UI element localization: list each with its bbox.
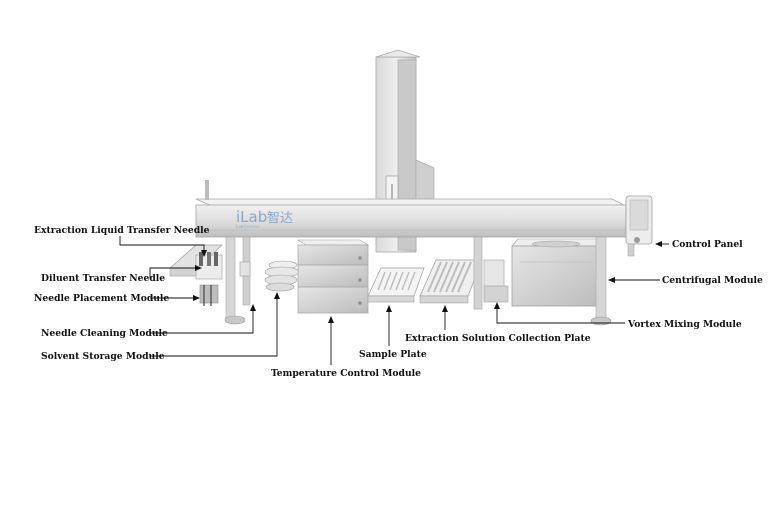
leader-extraction-liquid-transfer-needle: [119, 236, 205, 253]
arrowhead-collection-plate: [442, 305, 448, 312]
label-centrifugal-module: Centrifugal Module: [662, 275, 763, 286]
brand-logo-text: iLab: [236, 208, 267, 226]
collection-plate-illustration: [419, 259, 483, 304]
label-temperature-control-module: Temperature Control Module: [271, 368, 421, 379]
brand-logo: iLab 智达 LabGenious: [236, 208, 293, 229]
label-control-panel: Control Panel: [672, 239, 743, 250]
sample-plate-illustration: [367, 267, 425, 303]
callout-arrowheads: [193, 241, 662, 323]
label-extraction-solution-collection-plate: Extraction Solution Collection Plate: [405, 333, 591, 344]
leader-solvent-storage-module: [151, 296, 278, 357]
callout-lines: [119, 236, 669, 365]
callout-labels: Extraction Liquid Transfer Needle Diluen…: [34, 225, 763, 379]
leader-diluent-transfer-needle: [149, 267, 198, 278]
brand-logo-subtext: LabGenious: [236, 224, 260, 229]
arrowhead-sample-plate: [386, 305, 392, 312]
arrowhead-control-panel: [655, 241, 662, 247]
gantry-beam: [195, 180, 627, 238]
arrowhead-extraction-needle: [201, 250, 207, 257]
needle-assembly: [169, 244, 223, 306]
cleaning-discs: [264, 260, 300, 292]
arrowhead-solvent-storage: [274, 292, 280, 299]
label-sample-plate: Sample Plate: [359, 349, 427, 360]
arrowhead-temperature-control: [328, 316, 334, 323]
machine-illustration: iLab 智达 LabGenious: [169, 49, 653, 326]
centrifuge-unit: [511, 238, 605, 307]
brand-logo-cn: 智达: [267, 211, 293, 226]
label-extraction-liquid-transfer-needle: Extraction Liquid Transfer Needle: [34, 225, 210, 236]
arrowhead-needle-placement: [193, 295, 200, 301]
arrowhead-needle-cleaning: [250, 304, 256, 311]
arrowhead-vortex-mixing: [494, 302, 500, 309]
arrowhead-diluent-needle: [195, 265, 202, 271]
label-vortex-mixing-module: Vortex Mixing Module: [627, 319, 742, 330]
middle-legs: [473, 236, 509, 310]
leader-vortex-mixing-module: [496, 306, 625, 324]
label-needle-cleaning-module: Needle Cleaning Module: [41, 328, 168, 339]
label-diluent-transfer-needle: Diluent Transfer Needle: [41, 273, 165, 284]
arrowhead-centrifugal: [608, 277, 615, 283]
control-panel-unit: [625, 195, 653, 257]
temperature-control-unit: [296, 239, 370, 314]
label-solvent-storage-module: Solvent Storage Module: [41, 351, 165, 362]
label-needle-placement-module: Needle Placement Module: [34, 293, 169, 304]
left-frame: [224, 236, 251, 325]
leader-needle-cleaning-module: [150, 308, 254, 334]
